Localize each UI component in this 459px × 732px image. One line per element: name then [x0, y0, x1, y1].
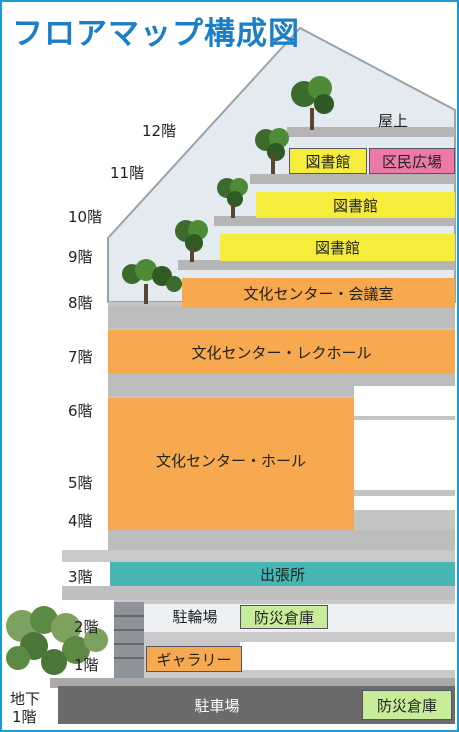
floor-label-9: 9階: [68, 248, 93, 266]
room-library-10: 図書館: [256, 192, 455, 218]
window-6a: [354, 386, 455, 416]
tree-icon: [122, 259, 182, 304]
slab-4: [108, 530, 455, 550]
floor-label-6: 6階: [68, 402, 93, 420]
room-library-11: 図書館: [289, 148, 367, 174]
floor-label-3: 3階: [68, 568, 93, 586]
room-parking: 駐車場: [194, 696, 240, 715]
glass-1f: [240, 642, 455, 670]
floor-label-5: 5階: [68, 474, 93, 492]
room-culture-rec-hall: 文化センター・レクホール: [108, 330, 455, 374]
slab-11: [250, 174, 455, 184]
slab-8: [108, 306, 455, 328]
floor-label-10: 10階: [68, 208, 103, 226]
room-storage-2f: 防災倉庫: [240, 605, 328, 629]
room-branch-office: 出張所: [110, 562, 455, 586]
window-6b: [354, 420, 455, 490]
room-plaza-11: 区民広場: [369, 148, 455, 174]
room-bicycle-parking: 駐輪場: [172, 607, 218, 626]
slab-3b: [62, 586, 455, 600]
stair: [114, 602, 144, 680]
room-storage-b1: 防災倉庫: [362, 690, 452, 720]
room-gallery: ギャラリー: [146, 646, 242, 672]
slab-9: [178, 260, 455, 270]
tree-icon: [175, 220, 208, 262]
room-culture-hall-label: 文化センター・ホール: [155, 452, 306, 470]
tree-icon: [217, 178, 248, 218]
tree-icon: [6, 606, 108, 675]
slab-10: [214, 216, 455, 226]
tree-icon: [291, 76, 334, 130]
room-culture-hall: 文化センター・ホール: [108, 398, 354, 530]
slab-12: [287, 127, 455, 137]
slab-b1: [50, 678, 455, 688]
slab-3: [62, 550, 455, 562]
floor-label-8: 8階: [68, 294, 93, 312]
floor-label-1: 1階: [74, 656, 99, 674]
floor-label-2: 2階: [74, 618, 99, 636]
room-library-9: 図書館: [220, 234, 455, 261]
room-rooftop: 屋上: [377, 111, 408, 130]
floor-label-11: 11階: [110, 164, 145, 182]
page-title: フロアマップ構成図: [12, 16, 300, 52]
room-culture-conference: 文化センター・会議室: [182, 278, 455, 308]
tree-icon: [255, 128, 289, 174]
floor-label-b1-line1: 地下: [10, 690, 41, 708]
floor-label-7: 7階: [68, 348, 93, 366]
floor-label-4: 4階: [68, 512, 93, 530]
floor-label-12: 12階: [142, 122, 177, 140]
floor-label-b1-line2: 1階: [12, 708, 37, 726]
window-5: [354, 496, 455, 510]
